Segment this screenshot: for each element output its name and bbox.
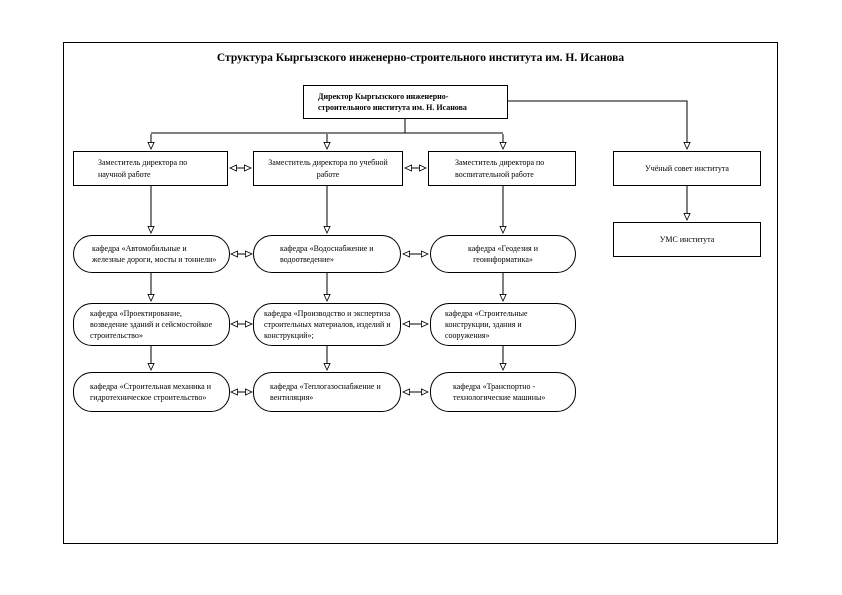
dept-design-seismic-label: кафедра «Проектирование, возведение здан… xyxy=(90,308,213,341)
director-box: Директор Кыргызского инженерно-строитель… xyxy=(303,85,508,119)
diagram-title: Структура Кыргызского инженерно-строител… xyxy=(216,52,625,64)
ums-label: УМС института xyxy=(659,234,715,244)
dept-heat-gas-box: кафедра «Теплогазоснабжение и вентиляция… xyxy=(253,372,401,412)
dept-roads-bridges-label: кафедра «Автомобильные и железные дороги… xyxy=(92,243,217,264)
deputy-science-box: Заместитель директора по научной работе xyxy=(73,151,228,186)
dept-water-supply-box: кафедра «Водоснабжение и водоотведение» xyxy=(253,235,401,273)
dept-geodesy-box: кафедра «Геодезия и геоинформатика» xyxy=(430,235,576,273)
dept-materials-expertise-box: кафедра «Производство и экспертиза строи… xyxy=(253,303,401,346)
academic-council-box: Учёный совет института xyxy=(613,151,761,186)
deputy-science-label: Заместитель директора по научной работе xyxy=(98,158,188,179)
deputy-academic-label: Заместитель директора по учебной работе xyxy=(268,158,388,179)
dept-building-structures-box: кафедра «Строительные конструкции, здани… xyxy=(430,303,576,346)
director-label: Директор Кыргызского инженерно-строитель… xyxy=(318,91,467,112)
dept-geodesy-label: кафедра «Геодезия и геоинформатика» xyxy=(467,243,539,264)
dept-materials-expertise-label: кафедра «Производство и экспертиза строи… xyxy=(264,308,391,341)
ums-box: УМС института xyxy=(613,222,761,257)
deputy-upbringing-box: Заместитель директора по воспитательной … xyxy=(428,151,576,186)
dept-structural-mechanics-label: кафедра «Строительная механика и гидроте… xyxy=(90,381,211,402)
dept-design-seismic-box: кафедра «Проектирование, возведение здан… xyxy=(73,303,230,346)
academic-council-label: Учёный совет института xyxy=(645,163,729,173)
dept-heat-gas-label: кафедра «Теплогазоснабжение и вентиляция… xyxy=(270,381,381,402)
dept-building-structures-label: кафедра «Строительные конструкции, здани… xyxy=(445,308,528,341)
diagram-border xyxy=(63,42,778,544)
dept-structural-mechanics-box: кафедра «Строительная механика и гидроте… xyxy=(73,372,230,412)
dept-roads-bridges-box: кафедра «Автомобильные и железные дороги… xyxy=(73,235,230,273)
dept-water-supply-label: кафедра «Водоснабжение и водоотведение» xyxy=(280,243,374,264)
dept-transport-machines-label: кафедра «Транспортно - технологические м… xyxy=(453,381,546,402)
deputy-academic-box: Заместитель директора по учебной работе xyxy=(253,151,403,186)
dept-transport-machines-box: кафедра «Транспортно - технологические м… xyxy=(430,372,576,412)
deputy-upbringing-label: Заместитель директора по воспитательной … xyxy=(455,158,545,179)
